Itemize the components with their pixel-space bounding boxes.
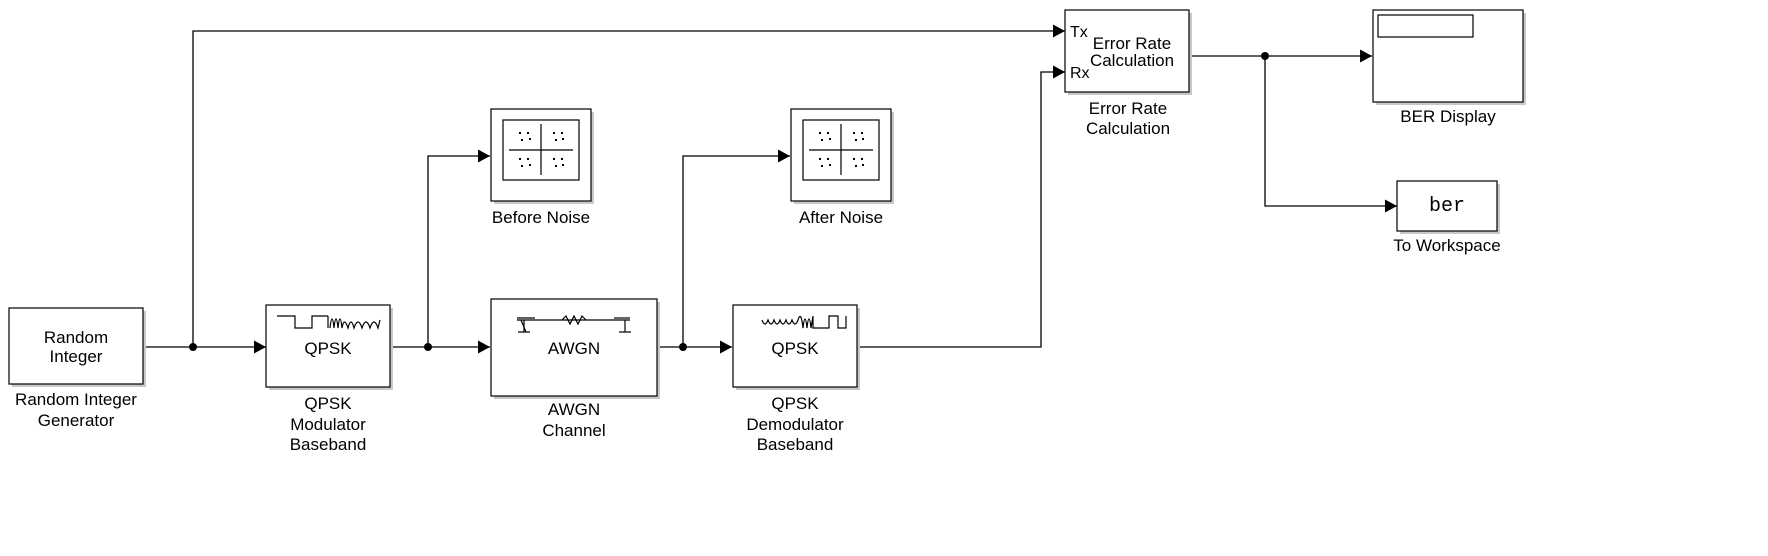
arrowhead [254,340,266,354]
to-workspace-block[interactable]: ber [1396,180,1500,234]
after-noise-scope-block[interactable] [790,108,894,204]
wire-awgn-to-after-noise[interactable] [682,155,790,347]
block-label: Baseband [757,435,834,454]
junction-dot [424,343,432,351]
arrowhead [478,340,490,354]
block-inner-text: QPSK [304,339,352,358]
block-label: BER Display [1400,107,1496,126]
block-label: To Workspace [1393,236,1500,255]
error-rate-calculation-block[interactable]: Tx Rx Error Rate Calculation [1064,9,1192,95]
block-label: Random Integer [15,390,137,409]
demodulation-waveform-icon [761,315,847,329]
block-inner-text: QPSK [771,339,819,358]
port-label-rx: Rx [1070,65,1090,82]
junction-dot [679,343,687,351]
workspace-variable-name: ber [1429,195,1465,218]
block-inner-text: Error Rate [1093,34,1171,53]
block-label: Generator [38,411,115,430]
qpsk-demodulator-block[interactable]: QPSK [732,304,860,390]
arrowhead [1360,49,1372,63]
arrowhead [1385,199,1397,213]
constellation-diagram-icon [502,119,580,181]
noise-channel-icon [517,314,631,333]
block-label: Modulator [290,415,366,434]
arrowhead [1053,65,1065,79]
port-label-tx: Tx [1070,24,1088,41]
block-label: Channel [542,421,605,440]
block-label: Baseband [290,435,367,454]
constellation-diagram-icon [802,119,880,181]
random-integer-generator-block[interactable]: Random Integer [8,307,146,387]
arrowhead [1053,24,1065,38]
block-inner-text: Random [44,328,108,347]
arrowhead [720,340,732,354]
ber-display-block[interactable] [1372,9,1526,105]
block-inner-text: Integer [50,347,103,366]
block-label: Demodulator [746,415,844,434]
arrowhead [478,149,490,163]
block-inner-text: Calculation [1090,51,1174,70]
block-label: Before Noise [492,208,590,227]
signal-wires [144,24,1397,354]
block-inner-text: AWGN [548,339,600,358]
block-label: Calculation [1086,119,1170,138]
wire-qpsk-mod-to-before-noise[interactable] [427,155,490,347]
before-noise-scope-block[interactable] [490,108,594,204]
awgn-channel-block[interactable]: AWGN [490,298,660,399]
block-label: QPSK [304,394,352,413]
arrowhead [778,149,790,163]
junction-dot [189,343,197,351]
block-label: QPSK [771,394,819,413]
junction-dot [1261,52,1269,60]
block-label: Error Rate [1089,99,1167,118]
display-readout-field [1377,14,1474,38]
block-label: AWGN [548,400,600,419]
modulation-waveform-icon [277,315,381,331]
wire-randint-to-error-tx[interactable] [192,30,1065,347]
wire-error-to-workspace[interactable] [1264,56,1397,207]
block-label: After Noise [799,208,883,227]
qpsk-modulator-block[interactable]: QPSK [265,304,393,390]
